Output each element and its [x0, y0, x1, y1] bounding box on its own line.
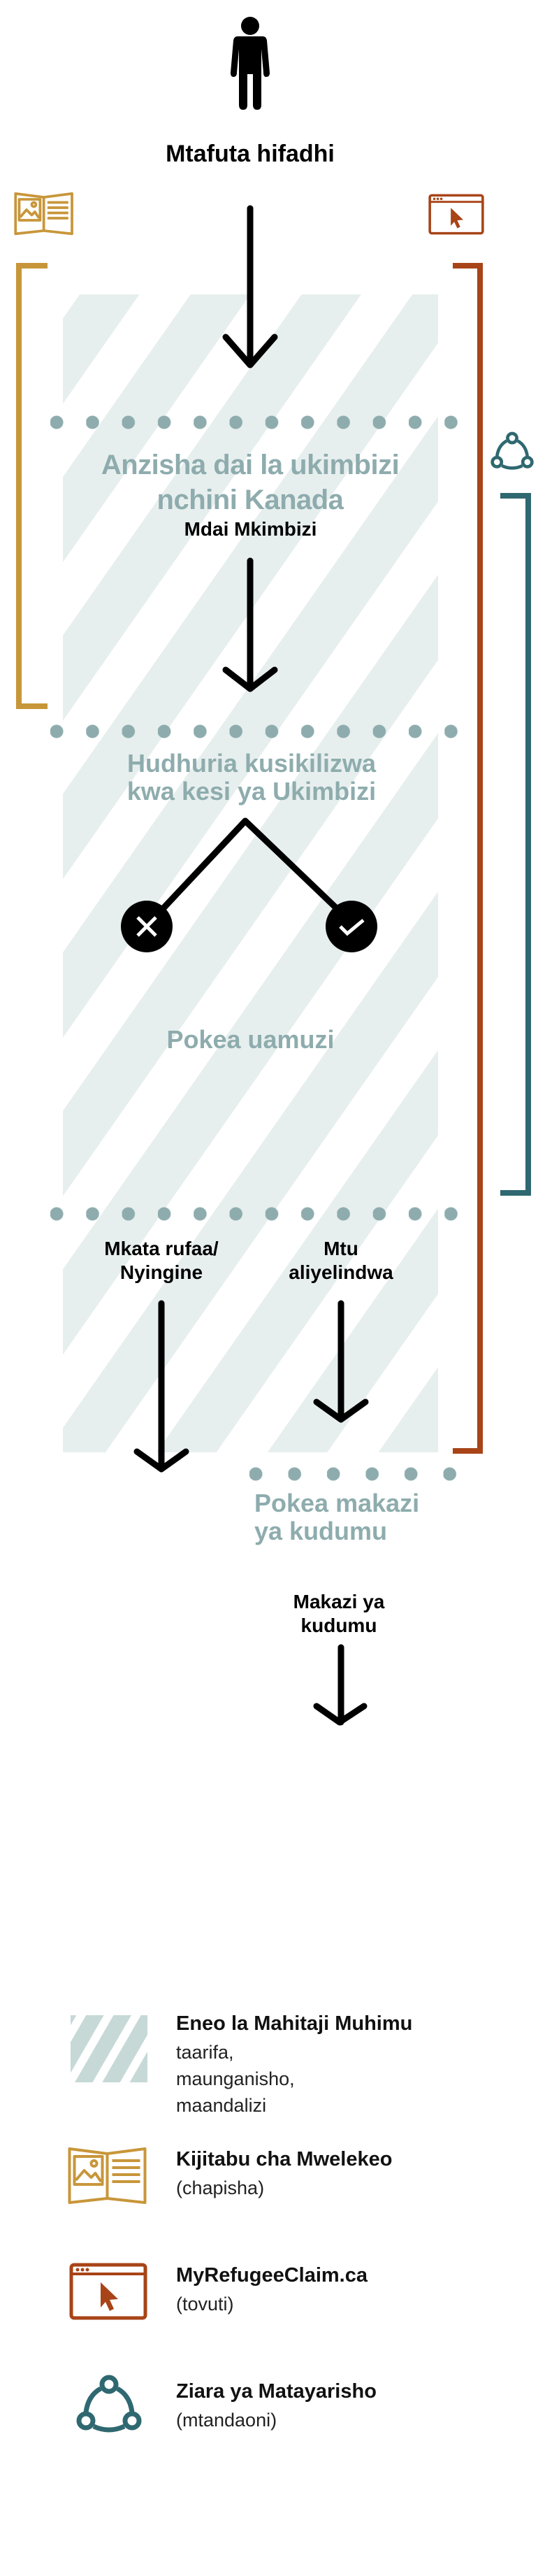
- legend-title: Ziara ya Matayarisho: [176, 2380, 377, 2403]
- accepted-icon: [326, 901, 377, 952]
- dotted-divider: [50, 415, 463, 429]
- stage-title-line: kwa kesi ya Ukimbizi: [126, 777, 377, 806]
- outcome-line: Mkata rufaa/: [104, 1238, 219, 1259]
- stage-permanent-residence: Pokea makazi ya kudumu: [254, 1489, 541, 1545]
- dotted-divider: [50, 1207, 463, 1221]
- legend-desc: (mtandaoni): [176, 2410, 277, 2431]
- stage-title-line: Pokea makazi: [254, 1489, 420, 1517]
- network-icon: [76, 2375, 142, 2433]
- key-needs-area: [63, 294, 438, 1452]
- stage-title-line: Hudhuria kusikilizwa: [126, 749, 377, 778]
- dotted-divider: [50, 724, 463, 738]
- legend-desc: maandalizi: [176, 2095, 267, 2116]
- legend-title: Kijitabu cha Mwelekeo: [176, 2148, 393, 2170]
- stage-hearing: Hudhuria kusikilizwa kwa kesi ya Ukimbiz…: [28, 750, 475, 806]
- outcome-line: Nyingine: [119, 1261, 203, 1283]
- network-icon: [490, 431, 534, 470]
- stage-title-line: Anzisha dai la ukimbizi: [101, 450, 400, 480]
- stage-title-line: nchini Kanada: [157, 485, 344, 515]
- person-icon: [231, 17, 270, 110]
- website-bracket: [453, 263, 483, 1454]
- end-label: Makazi ya kudumu: [241, 1590, 437, 1638]
- stage-start-claim: Anzisha dai la ukimbizi nchini Kanada: [20, 448, 481, 517]
- tour-bracket: [500, 493, 531, 1196]
- legend-title: MyRefugeeClaim.ca: [176, 2264, 368, 2287]
- role-label: Mdai Mkimbizi: [184, 518, 317, 540]
- end-line: kudumu: [300, 1615, 377, 1636]
- stripes-icon: [71, 2015, 147, 2082]
- legend-desc: taarifa,: [176, 2042, 234, 2063]
- outcome-protected: Mtu aliyelindwa: [264, 1237, 418, 1285]
- legend-title: Eneo la Mahitaji Muhimu: [176, 2012, 413, 2035]
- rejected-icon: [121, 901, 173, 952]
- website-icon: [428, 194, 484, 235]
- legend-desc: (tovuti): [176, 2294, 234, 2314]
- flow-arrows: [121, 205, 377, 1726]
- end-line: Makazi ya: [293, 1591, 385, 1612]
- legend-desc: (chapisha): [176, 2177, 265, 2198]
- outcome-line: Mtu: [324, 1238, 358, 1259]
- start-label: Mtafuta hifadhi: [166, 141, 335, 167]
- legend-desc: maunganisho,: [176, 2068, 295, 2089]
- guidebook-icon: [14, 192, 73, 236]
- stage-decision: Pokea uamuzi: [166, 1025, 335, 1054]
- outcome-appeal: Mkata rufaa/ Nyingine: [67, 1237, 256, 1285]
- dotted-divider: [249, 1467, 463, 1481]
- guidebook-icon: [68, 2147, 147, 2204]
- stage-title-line: ya kudumu: [254, 1517, 388, 1545]
- website-icon: [69, 2263, 147, 2320]
- guidebook-bracket: [16, 263, 531, 1454]
- outcome-line: aliyelindwa: [289, 1261, 393, 1283]
